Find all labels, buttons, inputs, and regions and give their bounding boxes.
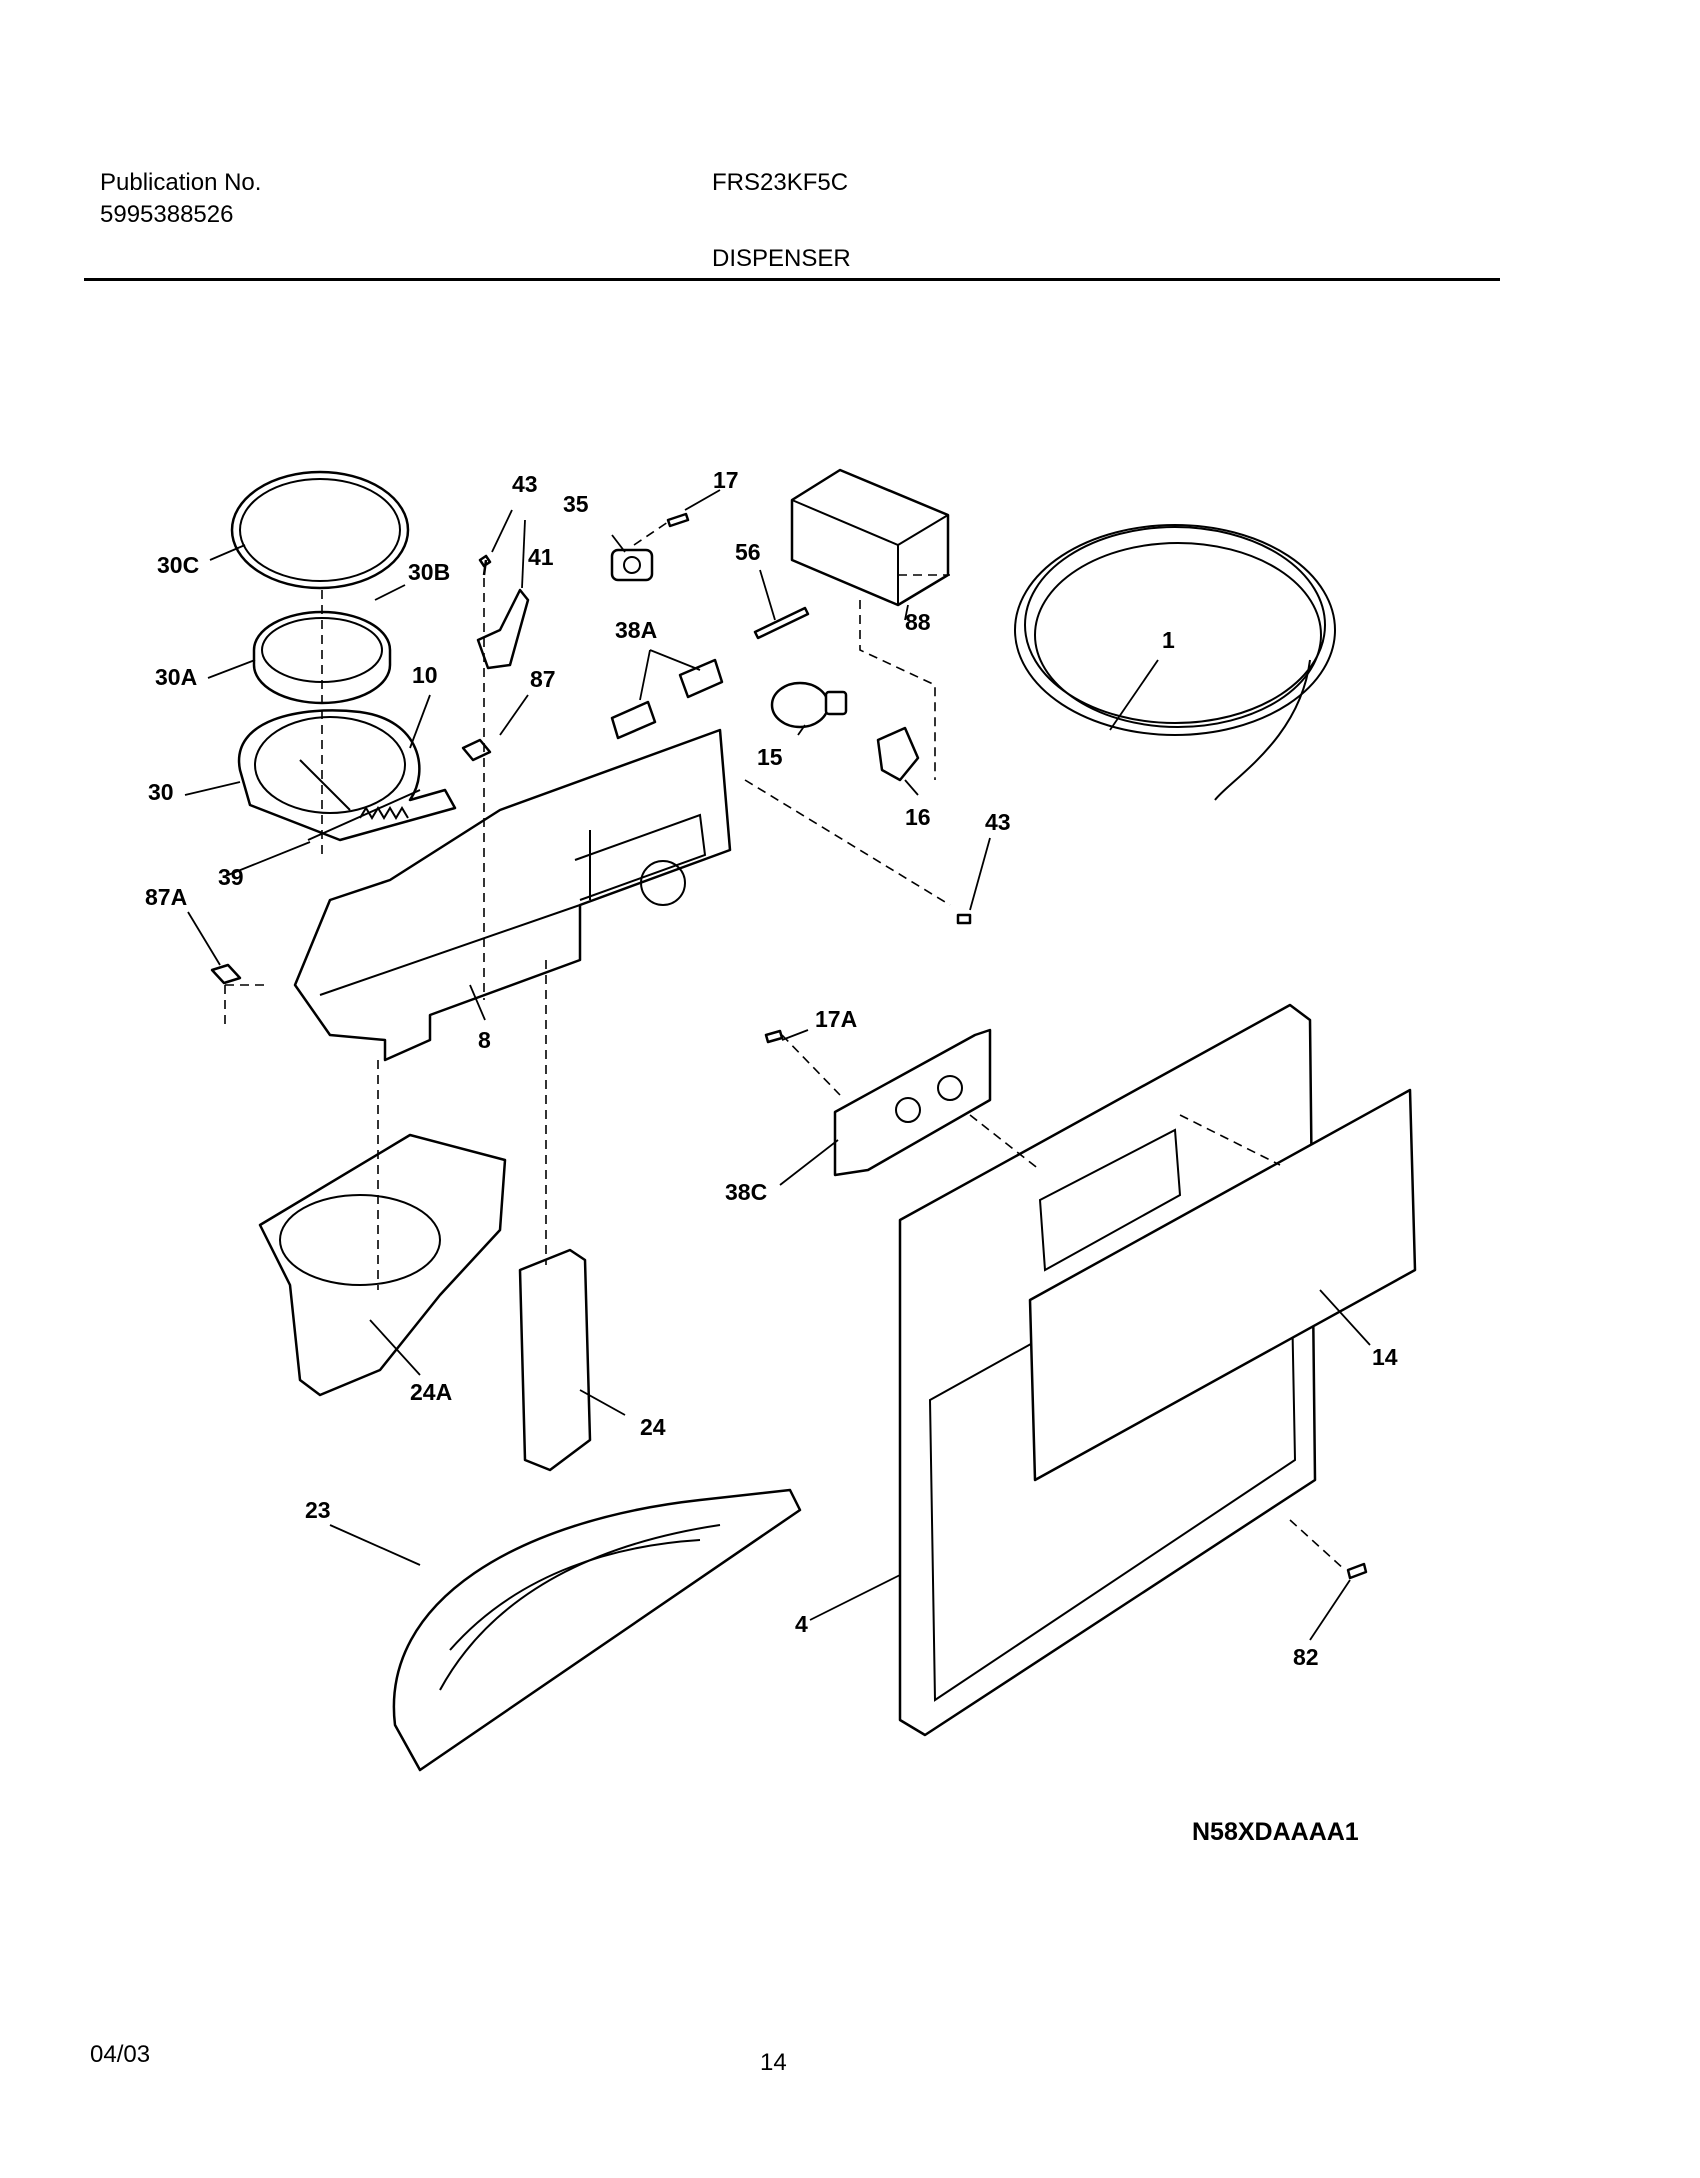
label-30a: 30A (155, 664, 197, 690)
label-24a: 24A (410, 1379, 452, 1405)
drip-tray-23 (392, 1488, 802, 1772)
label-38a: 38A (615, 617, 657, 643)
label-30b: 30B (408, 559, 450, 585)
screw-43-right (956, 913, 972, 925)
guide-17a (781, 1034, 841, 1096)
ice-chute-housing-30 (237, 709, 457, 842)
spring-rod-39 (307, 789, 421, 841)
guide-88 (859, 600, 936, 780)
label-87: 87 (530, 666, 556, 692)
clip-87a (210, 963, 242, 985)
bulb-15 (770, 681, 848, 729)
label-24: 24 (640, 1414, 666, 1440)
label-14: 14 (1372, 1344, 1398, 1370)
switch-35 (610, 548, 654, 582)
label-8: 8 (478, 1027, 491, 1053)
label-43-top: 43 (512, 471, 538, 497)
guide-frame-to-43 (744, 779, 951, 906)
screw-17a (764, 1029, 784, 1044)
label-23: 23 (305, 1497, 331, 1523)
label-30: 30 (148, 779, 174, 805)
water-tubing-1 (1014, 524, 1336, 801)
model-number: FRS23KF5C (712, 169, 849, 196)
page-number: 14 (760, 2049, 787, 2076)
leader-lines (184, 489, 1371, 1641)
publication-number: 5995388526 (100, 201, 234, 228)
label-4: 4 (795, 1611, 808, 1637)
guide-14-to-frame (1179, 1114, 1281, 1166)
module-88 (790, 468, 950, 607)
screw-82 (1346, 1562, 1368, 1580)
label-43-right: 43 (985, 809, 1011, 835)
label-82: 82 (1293, 1644, 1319, 1670)
label-17: 17 (713, 467, 739, 493)
label-35: 35 (563, 491, 589, 517)
drawing-code: N58XDAAAA1 (1192, 1818, 1359, 1846)
clip-87 (461, 738, 492, 762)
guide-switch35-17 (633, 521, 669, 546)
label-30c: 30C (157, 552, 199, 578)
publication-label: Publication No. (100, 169, 262, 196)
screw-43-top (478, 554, 492, 576)
label-41: 41 (528, 544, 554, 570)
socket-16 (876, 726, 920, 782)
guide-87a (224, 984, 270, 1025)
screw-56 (753, 606, 810, 640)
label-88: 88 (905, 609, 931, 635)
label-16: 16 (905, 804, 931, 830)
gasket-ring-30c (230, 470, 410, 590)
label-17a: 17A (815, 1006, 857, 1032)
section-title: DISPENSER (712, 245, 851, 272)
ice-chute-24a (258, 1133, 507, 1397)
label-39: 39 (218, 864, 244, 890)
switch-38a-right (678, 658, 724, 699)
panel-14 (1028, 1088, 1417, 1482)
header-divider (84, 278, 1500, 281)
switch-bracket-38c (833, 1028, 992, 1177)
bracket-41 (476, 588, 530, 670)
footer-date: 04/03 (90, 2041, 151, 2068)
label-15: 15 (757, 744, 783, 770)
label-87a: 87A (145, 884, 187, 910)
label-38c: 38C (725, 1179, 767, 1205)
guide-82 (1289, 1519, 1346, 1571)
switch-38a-left (610, 700, 657, 740)
flapper-24 (518, 1248, 592, 1472)
label-1: 1 (1162, 627, 1175, 653)
screw-17 (666, 512, 690, 528)
chute-support-8 (293, 728, 732, 1062)
label-10: 10 (412, 662, 438, 688)
label-56: 56 (735, 539, 761, 565)
